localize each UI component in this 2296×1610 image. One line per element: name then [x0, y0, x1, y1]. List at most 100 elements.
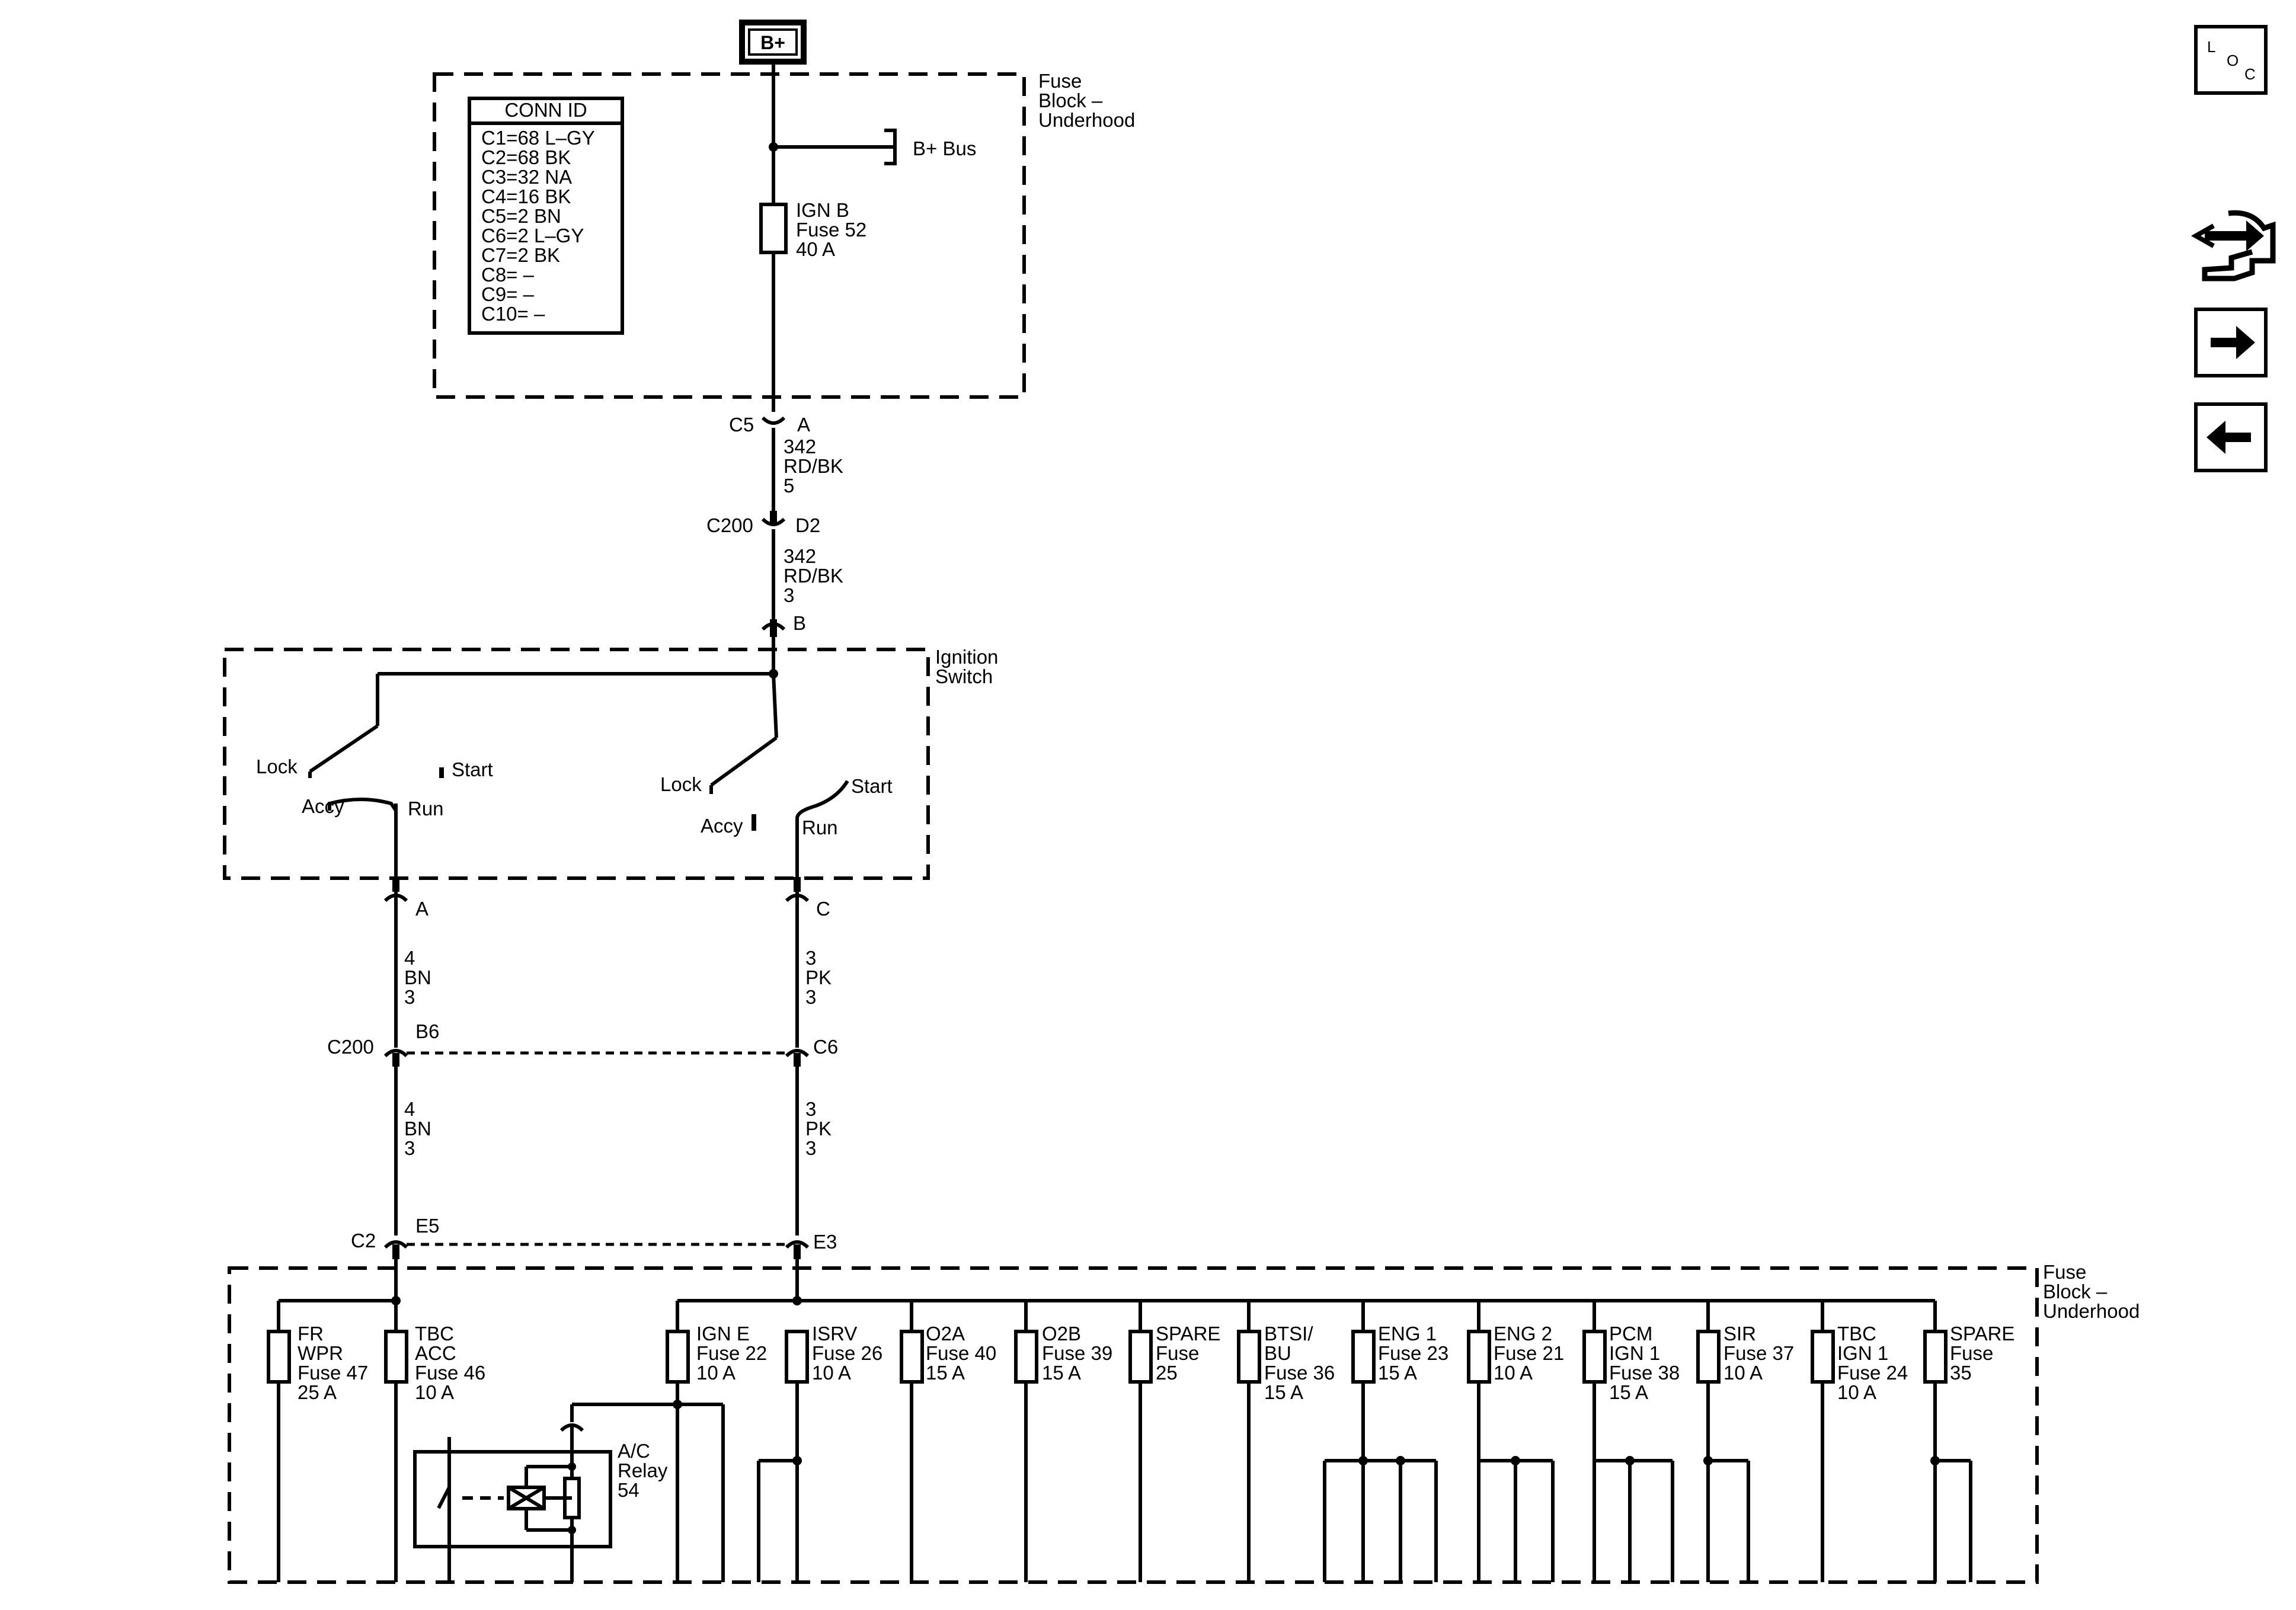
fuse-label-pcm: PCM IGN 1 Fuse 38 15 A	[1609, 1323, 1680, 1403]
fuse-block-top-label: Fuse Block – Underhood	[1038, 70, 1135, 131]
conn-c200-mid-label: C200	[327, 1036, 374, 1058]
svg-text:25: 25	[1156, 1362, 1178, 1384]
svg-text:PK: PK	[805, 966, 832, 988]
svg-text:SPARE: SPARE	[1156, 1323, 1220, 1345]
fuse-label-fr-wpr: FR WPR Fuse 47 25 A	[298, 1323, 368, 1403]
svg-text:PCM: PCM	[1609, 1323, 1652, 1345]
svg-text:Fuse 38: Fuse 38	[1609, 1362, 1680, 1384]
svg-text:Block –: Block –	[2043, 1281, 2108, 1302]
svg-text:Underhood: Underhood	[1038, 109, 1135, 131]
fuse-label-tbc-ign1: TBC IGN 1 Fuse 24 10 A	[1837, 1323, 1908, 1403]
bplus-bus-label: B+ Bus	[913, 137, 976, 159]
svg-text:15 A: 15 A	[1378, 1362, 1417, 1384]
svg-text:3: 3	[404, 986, 415, 1008]
svg-text:C8= –: C8= –	[481, 264, 535, 286]
svg-text:IGN B: IGN B	[796, 199, 849, 221]
svg-text:BN: BN	[404, 1118, 431, 1140]
conn-c5-label: C5	[729, 414, 754, 436]
svg-text:15 A: 15 A	[1264, 1381, 1303, 1403]
svg-text:Fuse: Fuse	[1156, 1342, 1199, 1364]
svg-text:25 A: 25 A	[298, 1381, 337, 1403]
fuse-tbc-acc	[384, 1330, 408, 1384]
loc-button[interactable]: L O C	[2194, 25, 2268, 95]
svg-text:10 A: 10 A	[1723, 1362, 1763, 1384]
svg-text:Fuse 21: Fuse 21	[1494, 1342, 1564, 1364]
next-arrow-icon[interactable]	[2194, 308, 2268, 377]
right-start-label: Start	[851, 775, 893, 797]
svg-text:ACC: ACC	[415, 1342, 456, 1364]
conn-id-table	[468, 97, 624, 335]
connector-view-icon[interactable]	[2191, 210, 2276, 281]
svg-text:WPR: WPR	[298, 1342, 343, 1364]
svg-text:C4=16 BK: C4=16 BK	[481, 185, 571, 207]
svg-text:Relay: Relay	[618, 1459, 668, 1481]
svg-text:15 A: 15 A	[1609, 1381, 1648, 1403]
svg-text:10 A: 10 A	[696, 1362, 736, 1384]
svg-text:5: 5	[784, 475, 794, 497]
svg-text:L: L	[2207, 38, 2215, 56]
left-lock-label: Lock	[256, 756, 298, 777]
svg-text:3: 3	[784, 584, 794, 606]
ignition-switch-boundary	[223, 648, 930, 880]
ac-relay-label: A/C Relay 54	[618, 1440, 668, 1501]
fuse-label-spare-35: SPARE Fuse 35	[1950, 1323, 2014, 1384]
svg-text:Fuse: Fuse	[1950, 1342, 1993, 1364]
fuse-label-eng2: ENG 2 Fuse 21 10 A	[1494, 1323, 1564, 1384]
svg-text:TBC: TBC	[415, 1323, 454, 1345]
svg-text:C: C	[2244, 65, 2256, 83]
wire-342-upper: 342 RD/BK 5	[784, 436, 843, 497]
ac-relay	[413, 1450, 612, 1548]
svg-text:Fuse: Fuse	[1038, 70, 1082, 92]
previous-arrow-icon[interactable]	[2194, 402, 2268, 472]
bplus-label: B+	[760, 32, 785, 53]
right-accy-label: Accy	[701, 815, 743, 837]
svg-text:BN: BN	[404, 966, 431, 988]
left-start-label: Start	[452, 758, 493, 780]
fuse-block-top-boundary	[433, 72, 1026, 399]
svg-text:RD/BK: RD/BK	[784, 565, 843, 587]
pin-a-label: A	[797, 414, 810, 436]
svg-text:C2=68 BK: C2=68 BK	[481, 146, 571, 168]
fuse-label-ign-e: IGN E Fuse 22 10 A	[696, 1323, 767, 1384]
svg-text:O2A: O2A	[926, 1323, 965, 1345]
svg-text:BTSI/: BTSI/	[1264, 1323, 1313, 1345]
svg-text:FR: FR	[298, 1323, 324, 1345]
left-run-label: Run	[408, 798, 444, 820]
svg-text:40 A: 40 A	[796, 238, 835, 260]
pin-d2-label: D2	[795, 514, 820, 536]
svg-text:C1=68 L–GY: C1=68 L–GY	[481, 127, 595, 149]
svg-text:3: 3	[404, 1137, 415, 1159]
fuse-label-tbc-acc: TBC ACC Fuse 46 10 A	[415, 1323, 485, 1403]
right-lock-label: Lock	[660, 773, 702, 795]
svg-text:Fuse 46: Fuse 46	[415, 1362, 485, 1384]
ignition-switch-label: Ignition Switch	[935, 646, 998, 687]
svg-text:Fuse 40: Fuse 40	[926, 1342, 996, 1364]
svg-text:10 A: 10 A	[1837, 1381, 1876, 1403]
svg-text:Fuse 52: Fuse 52	[796, 219, 866, 241]
svg-text:O: O	[2227, 52, 2239, 69]
svg-text:BU: BU	[1264, 1342, 1291, 1364]
svg-text:Fuse 37: Fuse 37	[1723, 1342, 1794, 1364]
svg-text:Fuse 36: Fuse 36	[1264, 1362, 1335, 1384]
fuse-columns	[666, 1301, 1948, 1582]
pin-b-label: B	[793, 612, 806, 634]
svg-text:54: 54	[618, 1479, 639, 1501]
wire-4-bn-lower: 4 BN 3	[404, 1098, 431, 1159]
svg-text:10 A: 10 A	[415, 1381, 454, 1403]
fuse-label-btsi-bu: BTSI/ BU Fuse 36 15 A	[1264, 1323, 1335, 1403]
svg-text:SIR: SIR	[1723, 1323, 1756, 1345]
svg-text:Switch: Switch	[935, 665, 993, 687]
wire-342-lower: 342 RD/BK 3	[784, 545, 843, 606]
svg-text:IGN 1: IGN 1	[1837, 1342, 1888, 1364]
fuse-ign-b	[759, 203, 788, 254]
svg-text:342: 342	[784, 436, 816, 457]
svg-text:4: 4	[404, 1098, 415, 1120]
fuse-fr-wpr	[267, 1330, 291, 1384]
svg-text:IGN E: IGN E	[696, 1323, 750, 1345]
svg-text:Ignition: Ignition	[935, 646, 998, 668]
wire-3-pk-lower: 3 PK 3	[805, 1098, 832, 1159]
wire-3-pk-upper: 3 PK 3	[805, 947, 832, 1008]
pin-e3-label: E3	[813, 1231, 837, 1253]
svg-text:Fuse 47: Fuse 47	[298, 1362, 368, 1384]
